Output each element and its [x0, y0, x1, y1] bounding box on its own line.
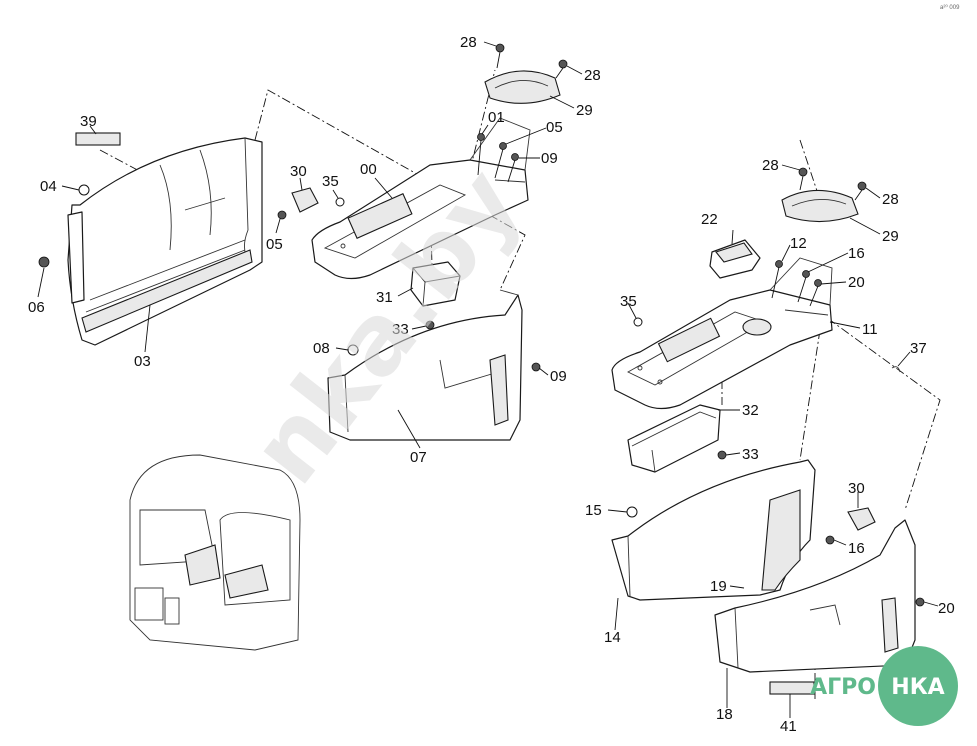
callout-06: 06	[28, 299, 45, 316]
callout-41: 41	[780, 718, 797, 735]
callout-07: 07	[410, 449, 427, 466]
label-plate-41	[769, 681, 815, 695]
callout-29: 29	[576, 102, 593, 119]
callout-35: 35	[620, 293, 637, 310]
screws-left-console	[477, 133, 519, 183]
callout-18: 18	[716, 706, 733, 723]
callout-28: 28	[882, 191, 899, 208]
brand-logo: АГРО НКА	[810, 646, 958, 726]
callout-29: 29	[882, 228, 899, 245]
callout-leaders	[37, 41, 939, 718]
callout-30: 30	[848, 480, 865, 497]
corner-note: a²⁰ 009	[940, 4, 960, 11]
callout-05: 05	[546, 119, 563, 136]
logo-left-text: АГРО	[810, 675, 876, 700]
logo-right-text: НКА	[891, 675, 944, 700]
label-plate-39	[75, 132, 121, 146]
callout-11: 11	[862, 321, 878, 338]
callout-15: 15	[585, 502, 602, 519]
callout-31: 31	[376, 289, 393, 306]
callout-20: 20	[848, 274, 865, 291]
callout-28: 28	[584, 67, 601, 84]
lower-cover-14	[611, 459, 816, 601]
grip-29-right	[781, 167, 867, 223]
callout-12: 12	[790, 235, 807, 252]
callout-03: 03	[134, 353, 151, 370]
console-top-00	[311, 117, 531, 280]
callout-16: 16	[848, 245, 865, 262]
lower-cover-07	[327, 289, 523, 441]
tray-22	[709, 239, 761, 279]
callout-08: 08	[313, 340, 330, 357]
screws-right-console	[771, 260, 822, 307]
callout-30: 30	[290, 163, 307, 180]
callout-28: 28	[762, 157, 779, 174]
side-cover-03	[67, 137, 263, 346]
callout-28: 28	[460, 34, 477, 51]
callout-09: 09	[541, 150, 558, 167]
callout-33: 33	[392, 321, 409, 338]
tray-32	[627, 404, 727, 473]
cup-holder-31	[410, 261, 461, 330]
callout-labels: 28 28 29 01 05 09 39 30 35 00 04 05 06 0…	[28, 34, 955, 735]
callout-35: 35	[322, 173, 339, 190]
callout-39: 39	[80, 113, 97, 130]
callout-14: 14	[604, 629, 621, 646]
callout-20: 20	[938, 600, 955, 617]
logo-circle	[878, 646, 958, 726]
callout-01: 01	[488, 109, 505, 126]
console-top-11	[611, 257, 833, 410]
grip-29-left	[484, 43, 568, 104]
cab-outline	[129, 454, 301, 651]
callout-33: 33	[742, 446, 759, 463]
lower-cover-18	[714, 519, 916, 673]
callout-22: 22	[701, 211, 718, 228]
callout-04: 04	[40, 178, 57, 195]
callout-32: 32	[742, 402, 759, 419]
callout-09: 09	[550, 368, 567, 385]
callout-19: 19	[710, 578, 727, 595]
callout-16: 16	[848, 540, 865, 557]
callout-00: 00	[360, 161, 377, 178]
callout-05: 05	[266, 236, 283, 253]
callout-37: 37	[910, 340, 927, 357]
